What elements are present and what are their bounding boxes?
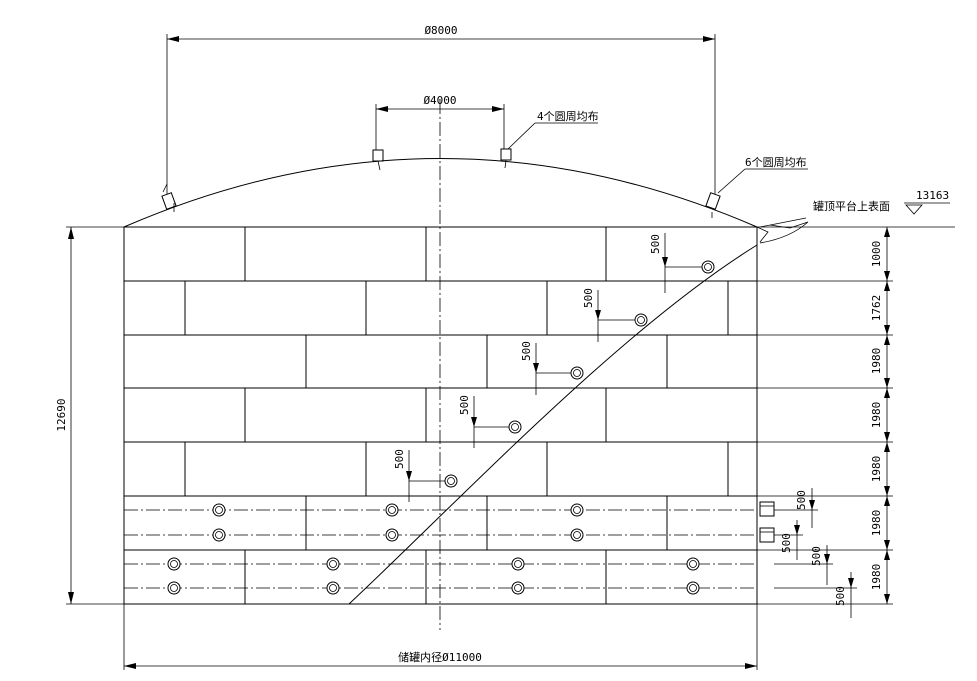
note-four-holes-label: 4个圆周均布 (537, 110, 599, 123)
plate-seams (184, 227, 729, 604)
roof-nozzle-right (705, 192, 721, 218)
course-height-1: 1000 (870, 241, 883, 268)
elevation-label: 13163 (916, 189, 949, 202)
platform-corner-detail (756, 221, 809, 244)
right-offset-dims: 500 500 500 500 (774, 488, 857, 618)
right-offset-2: 500 (780, 533, 793, 553)
note-six-holes-label: 6个圆周均布 (745, 156, 807, 169)
note-four-holes: 4个圆周均布 (507, 110, 599, 150)
note-platform: 罐顶平台上表面 (759, 199, 890, 228)
course-seams (124, 280, 757, 551)
right-offset-3: 500 (810, 546, 823, 566)
course-height-3: 1980 (870, 348, 883, 375)
note-platform-label: 罐顶平台上表面 (813, 199, 890, 213)
note-six-holes: 6个圆周均布 (717, 156, 808, 194)
dim-4000-label: Ø4000 (423, 94, 456, 107)
stair-offset-3: 500 (520, 341, 533, 361)
right-offset-4: 500 (834, 586, 847, 606)
course-height-4: 1980 (870, 402, 883, 429)
right-offset-1: 500 (795, 490, 808, 510)
stair-opening-4: 500 (458, 395, 522, 448)
roof-nozzle-inner-left (372, 149, 384, 171)
roof-nozzle-inner-right (500, 148, 512, 169)
course-height-2: 1762 (870, 295, 883, 322)
course-height-7: 1980 (870, 564, 883, 591)
dim-inner-diameter: 储罐内径Ø11000 (123, 604, 758, 670)
dim-total-height: 12690 (55, 226, 124, 605)
roof-nozzle-left (161, 183, 177, 212)
dim-inner-diameter-label: 储罐内径Ø11000 (398, 650, 482, 664)
course-height-dims: 1000 1762 1980 1980 1980 1980 1980 (757, 227, 893, 605)
course-height-6: 1980 (870, 510, 883, 537)
stair-opening-1: 500 (649, 233, 715, 293)
stair-opening-3: 500 (520, 341, 584, 395)
stair-opening-2: 500 (582, 288, 648, 342)
bolt-holes (167, 503, 700, 595)
tank-outline (123, 158, 758, 605)
bolt-center-lines (124, 509, 757, 589)
stair-offset-1: 500 (649, 234, 662, 254)
course-height-5: 1980 (870, 456, 883, 483)
stair-offset-5: 500 (393, 449, 406, 469)
stair-offset-2: 500 (582, 288, 595, 308)
stair-offset-4: 500 (458, 395, 471, 415)
roof-nozzles (161, 148, 721, 218)
elevation-marker: 13163 (757, 189, 955, 228)
spiral-stair-line (348, 244, 758, 605)
dim-8000-label: Ø8000 (424, 24, 457, 37)
dim-total-height-label: 12690 (55, 398, 68, 431)
dim-4000: Ø4000 (375, 94, 505, 150)
dim-8000: Ø8000 (166, 24, 716, 194)
shell-outline (123, 226, 758, 605)
roof-arc (123, 158, 758, 228)
right-brackets (759, 501, 775, 543)
stair-opening-5: 500 (393, 449, 458, 502)
